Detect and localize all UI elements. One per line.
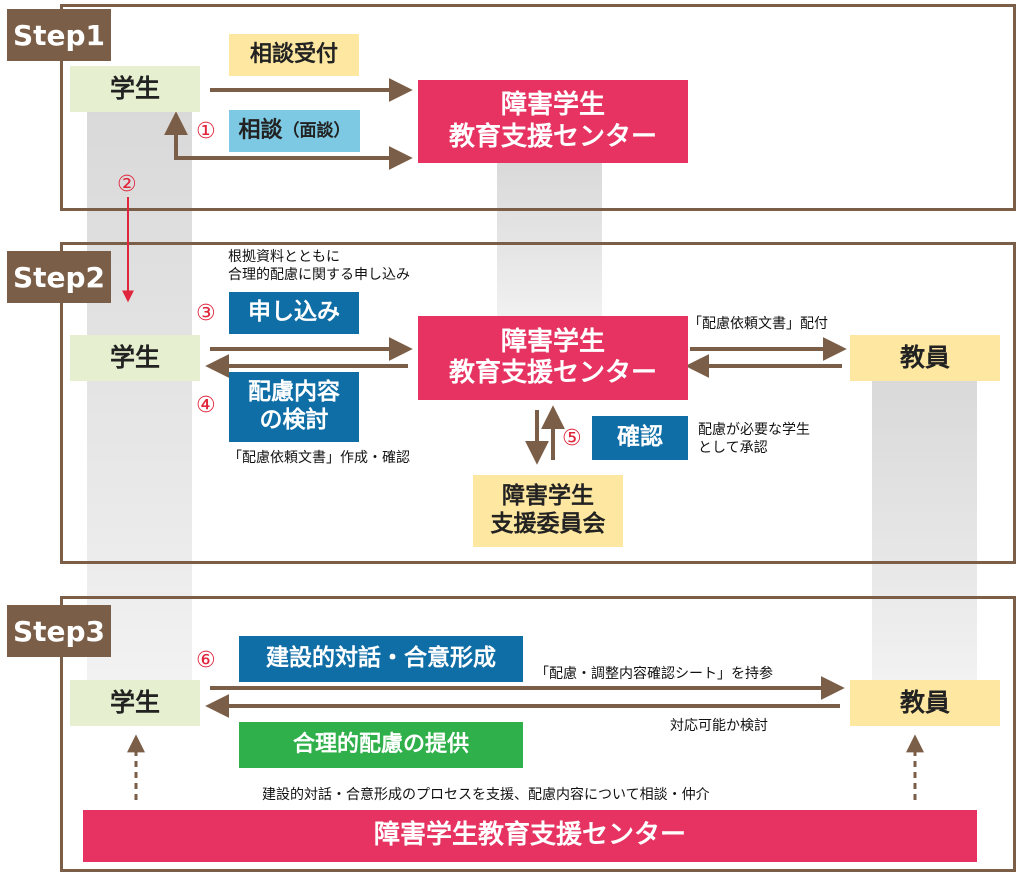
sheet-note: 「配慮・調整内容確認シート」を持参	[535, 666, 773, 682]
consult-reception-box: 相談受付	[229, 34, 359, 76]
step-number-2: ②	[117, 172, 137, 197]
committee-box: 障害学生 支援委員会	[473, 475, 623, 547]
step1-center-box: 障害学生 教育支援センター	[418, 80, 688, 163]
step-number-6: ⑥	[196, 648, 216, 673]
step-number-3: ③	[196, 301, 216, 326]
step-number-5: ⑤	[562, 426, 582, 451]
step-number-1: ①	[196, 119, 216, 144]
application-box: 申し込み	[229, 292, 359, 334]
create-document-note: 「配慮依頼文書」作成・確認	[228, 450, 410, 466]
distribute-document-note: 「配慮依頼文書」配付	[688, 316, 828, 332]
step1-label: Step1	[7, 9, 111, 61]
step3-center-bar: 障害学生教育支援センター	[83, 810, 977, 862]
step2-label: Step2	[7, 251, 111, 303]
review-feasibility-note: 対応可能か検討	[670, 718, 768, 734]
student-column-bg	[87, 108, 192, 683]
step3-student-box: 学生	[70, 680, 200, 726]
arrow-consult-loop	[164, 111, 413, 170]
step3-frame	[60, 596, 1016, 872]
step-number-4: ④	[196, 393, 216, 418]
step2-center-box: 障害学生 教育支援センター	[418, 316, 688, 400]
approve-note: 配慮が必要な学生 として承認	[698, 422, 810, 457]
confirm-box: 確認	[592, 416, 688, 460]
dialogue-box: 建設的対話・合意形成	[239, 636, 523, 682]
review-box: 配慮内容 の検討	[229, 372, 359, 442]
provision-box: 合理的配慮の提供	[239, 722, 523, 768]
consult-box: 相談（面談）	[229, 110, 360, 152]
step2-faculty-box: 教員	[850, 335, 1000, 381]
step3-faculty-box: 教員	[850, 680, 1000, 726]
step3-label: Step3	[7, 605, 111, 657]
step1-student-box: 学生	[70, 66, 200, 112]
step1-frame	[60, 4, 1016, 211]
step2-student-box: 学生	[70, 335, 200, 381]
consult-paren: （面談）	[282, 120, 351, 141]
consult-main: 相談	[238, 117, 283, 143]
step2-frame	[60, 242, 1016, 564]
application-note: 根拠資料とともに 合理的配慮に関する申し込み	[228, 249, 410, 284]
support-note: 建設的対話・合意形成のプロセスを支援、配慮内容について相談・仲介	[262, 787, 710, 803]
faculty-column-bg	[872, 378, 977, 683]
center-column-bg	[497, 160, 602, 322]
